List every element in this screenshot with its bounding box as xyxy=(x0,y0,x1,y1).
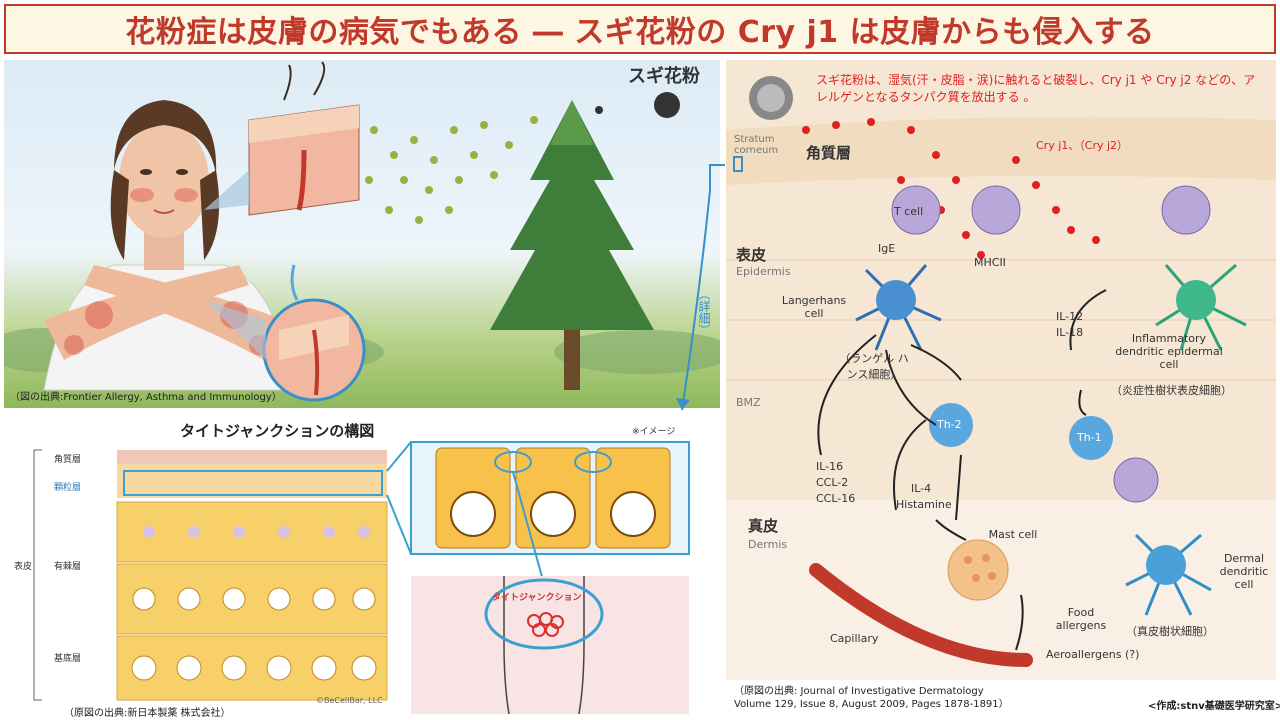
epidermis-label: Epidermis xyxy=(736,265,791,278)
tj-svg xyxy=(33,441,690,715)
page-title: 花粉症は皮膚の病気でもある ― スギ花粉の Cry j1 は皮膚からも侵入する xyxy=(125,15,1155,50)
langerhans-jp-label: （ランゲル ハンス細胞） xyxy=(839,352,909,381)
ige-label: IgE xyxy=(878,242,896,255)
shinpi-label: 真皮 xyxy=(748,517,779,535)
layer-kakushitsu-label: 角質層 xyxy=(54,455,82,465)
dermal-dc-jp-label: （真皮樹状細胞） xyxy=(1126,625,1214,638)
kakushitsu-label: 角質層 xyxy=(806,144,852,162)
layer-kitei-label: 基底層 xyxy=(54,654,82,664)
layer-yukyoku-label: 有棘層 xyxy=(54,562,82,572)
food-allergens-label: Food allergens xyxy=(1055,606,1107,632)
diagram-source-line1: （原図の出典: Journal of Investigative Dermato… xyxy=(734,686,984,697)
th1-label: Th-1 xyxy=(1077,431,1102,444)
cry-label: Cry j1、（Cry j2） xyxy=(1036,139,1129,152)
dermal-dc-label: Dermal dendritic cell xyxy=(1219,552,1269,591)
hyohi-label: 表皮 xyxy=(736,246,767,264)
tj-source: （原図の出典:新日本製薬 株式会社） xyxy=(64,708,231,719)
il12-label: IL-12 xyxy=(1056,310,1084,323)
image-note: ※イメージ xyxy=(632,427,676,437)
detail-label: （詳細） xyxy=(697,288,711,336)
t-cell-label: T cell xyxy=(894,205,924,218)
title-banner: 花粉症は皮膚の病気でもある ― スギ花粉の Cry j1 は皮膚からも侵入する xyxy=(4,4,1276,54)
langerhans-label: Langerhans cell xyxy=(781,294,847,320)
copyright: ©BeCellBar, LLC xyxy=(316,696,383,705)
dermis-label: Dermis xyxy=(748,538,788,551)
hyohi-bracket-label: 表皮 xyxy=(14,562,33,572)
inflammatory-jp-label: （炎症性樹状表皮細胞） xyxy=(1111,384,1232,397)
aeroallergens-label: Aeroallergens (?) xyxy=(1046,648,1140,661)
th2-label: Th-2 xyxy=(937,418,962,431)
tight-junction-panel: タイトジャンクションの構図 ※イメージ xyxy=(4,414,720,720)
tj-label: タイトジャンクション xyxy=(492,593,582,603)
layer-kaprysu-label: 顆粒層 xyxy=(54,483,82,493)
illustration-source: （図の出典:Frontier Allergy, Asthma and Immun… xyxy=(10,392,282,403)
skin-layers-svg xyxy=(726,76,1276,680)
tj-title: タイトジャンクションの構図 xyxy=(180,422,375,440)
ccl2-label: CCL-2 xyxy=(816,476,849,489)
capillary-label: Capillary xyxy=(830,632,879,645)
stratum-corneum-label: Stratum corneum xyxy=(734,134,779,156)
illustration-svg xyxy=(4,61,720,402)
diagram-source-line2: Volume 129, Issue 8, August 2009, Pages … xyxy=(734,699,1009,710)
allergy-illustration-panel: （図の出典:Frontier Allergy, Asthma and Immun… xyxy=(4,60,720,408)
skin-immune-diagram: スギ花粉は、湿気(汗・皮脂・涙)に触れると破裂し、Cry j1 や Cry j2… xyxy=(726,60,1276,680)
pollen-note: スギ花粉は、湿気(汗・皮脂・涙)に触れると破裂し、Cry j1 や Cry j2… xyxy=(816,73,1256,104)
credit: <作成:stnv基礎医学研究室> xyxy=(1148,701,1280,712)
detail-arrow xyxy=(676,164,725,411)
bmz-label: BMZ xyxy=(736,396,761,409)
histamine-label: Histamine xyxy=(896,498,952,511)
il16-label: IL-16 xyxy=(816,460,844,473)
inflammatory-label: Inflammatory dendritic epidermal cell xyxy=(1115,332,1223,371)
mhcii-label: MHCII xyxy=(974,256,1006,269)
il18-label: IL-18 xyxy=(1056,326,1084,339)
cedar-pollen-label: スギ花粉 xyxy=(628,66,700,87)
mast-cell-label: Mast cell xyxy=(988,528,1038,541)
il4-label: IL-4 xyxy=(911,482,932,495)
ccl16-label: CCL-16 xyxy=(816,492,856,505)
